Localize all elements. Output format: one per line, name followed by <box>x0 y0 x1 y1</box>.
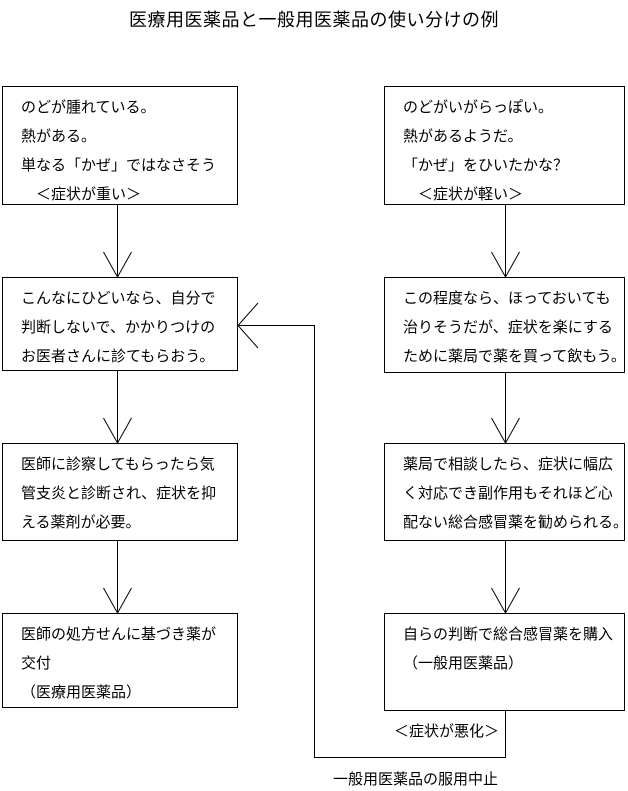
feedback-path <box>237 302 506 758</box>
box-see-doctor: こんなにひどいなら、自分で 判断しないで、かかりつけの お医者さんに診てもらおう… <box>2 277 238 371</box>
arrow-left-3-to-4 <box>103 541 132 615</box>
box-line: 管支炎と診断され、症状を抑 <box>21 485 217 502</box>
box-buy-medicine: この程度なら、ほっておいても 治りそうだが、症状を楽にする ために薬局で薬を買っ… <box>384 277 626 373</box>
box-line: （一般用医薬品） <box>403 655 524 672</box>
diagram-title: 医療用医薬品と一般用医薬品の使い分けの例 <box>129 10 499 30</box>
box-line: 判断しないで、かかりつけの <box>21 319 216 336</box>
arrow-right-3-to-4 <box>491 541 520 615</box>
arrow-left-1-to-2 <box>103 205 132 279</box>
box-otc-purchase: 自らの判断で総合感冒薬を購入 （一般用医薬品） <box>384 613 625 711</box>
label-symptom-worsens: ＜症状が悪化＞ <box>394 723 500 740</box>
box-symptom-mild: のどがいがらっぽい。 熱があるようだ。 「かぜ」をひいたかな？ ＜症状が軽い＞ <box>384 86 625 205</box>
label-stop-otc-drug: 一般用医薬品の服用中止 <box>333 771 499 788</box>
arrow-right-2-to-3 <box>491 373 520 445</box>
box-line: く対応でき副作用もそれほど心 <box>403 485 613 502</box>
box-line: お医者さんに診てもらおう。 <box>21 348 215 365</box>
box-line: 医師の処方せんに基づき薬が <box>21 626 217 643</box>
box-line: ために薬局で薬を買って飲もう。 <box>403 348 626 365</box>
box-line: のどが腫れている。 <box>21 99 156 116</box>
box-line: 熱がある。 <box>21 128 97 145</box>
box-line: 単なる「かぜ」ではなさそう <box>21 157 217 174</box>
box-line: 医師に診察してもらったら気 <box>21 456 215 473</box>
box-line: 自らの判断で総合感冒薬を購入 <box>403 626 614 643</box>
box-line: 「かぜ」をひいたかな？ <box>403 157 569 174</box>
box-line: ＜症状が軽い＞ <box>403 186 524 203</box>
box-line: 配ない総合感冒薬を勧められる。 <box>403 514 628 531</box>
box-line: 熱があるようだ。 <box>403 128 523 145</box>
box-line: 薬局で相談したら、症状に幅広 <box>403 456 614 473</box>
arrow-left-2-to-3 <box>103 371 132 445</box>
box-prescription-drug: 医師の処方せんに基づき薬が 交付 （医療用医薬品） <box>2 613 238 708</box>
box-line: この程度なら、ほっておいても <box>403 290 611 307</box>
box-line: こんなにひどいなら、自分で <box>21 290 216 307</box>
box-line: 交付 <box>21 655 52 672</box>
box-line: ＜症状が重い＞ <box>21 186 142 203</box>
box-symptom-severe: のどが腫れている。 熱がある。 単なる「かぜ」ではなさそう ＜症状が重い＞ <box>2 86 238 205</box>
arrow-right-1-to-2 <box>491 205 520 279</box>
box-diagnosis: 医師に診察してもらったら気 管支炎と診断され、症状を抑 える薬剤が必要。 <box>2 443 238 541</box>
box-line: える薬剤が必要。 <box>21 514 141 531</box>
box-line: （医療用医薬品） <box>21 684 142 701</box>
box-line: のどがいがらっぽい。 <box>403 99 554 116</box>
box-pharmacy-advice: 薬局で相談したら、症状に幅広 く対応でき副作用もそれほど心 配ない総合感冒薬を勧… <box>384 443 628 541</box>
box-line: 治りそうだが、症状を楽にする <box>403 319 613 336</box>
